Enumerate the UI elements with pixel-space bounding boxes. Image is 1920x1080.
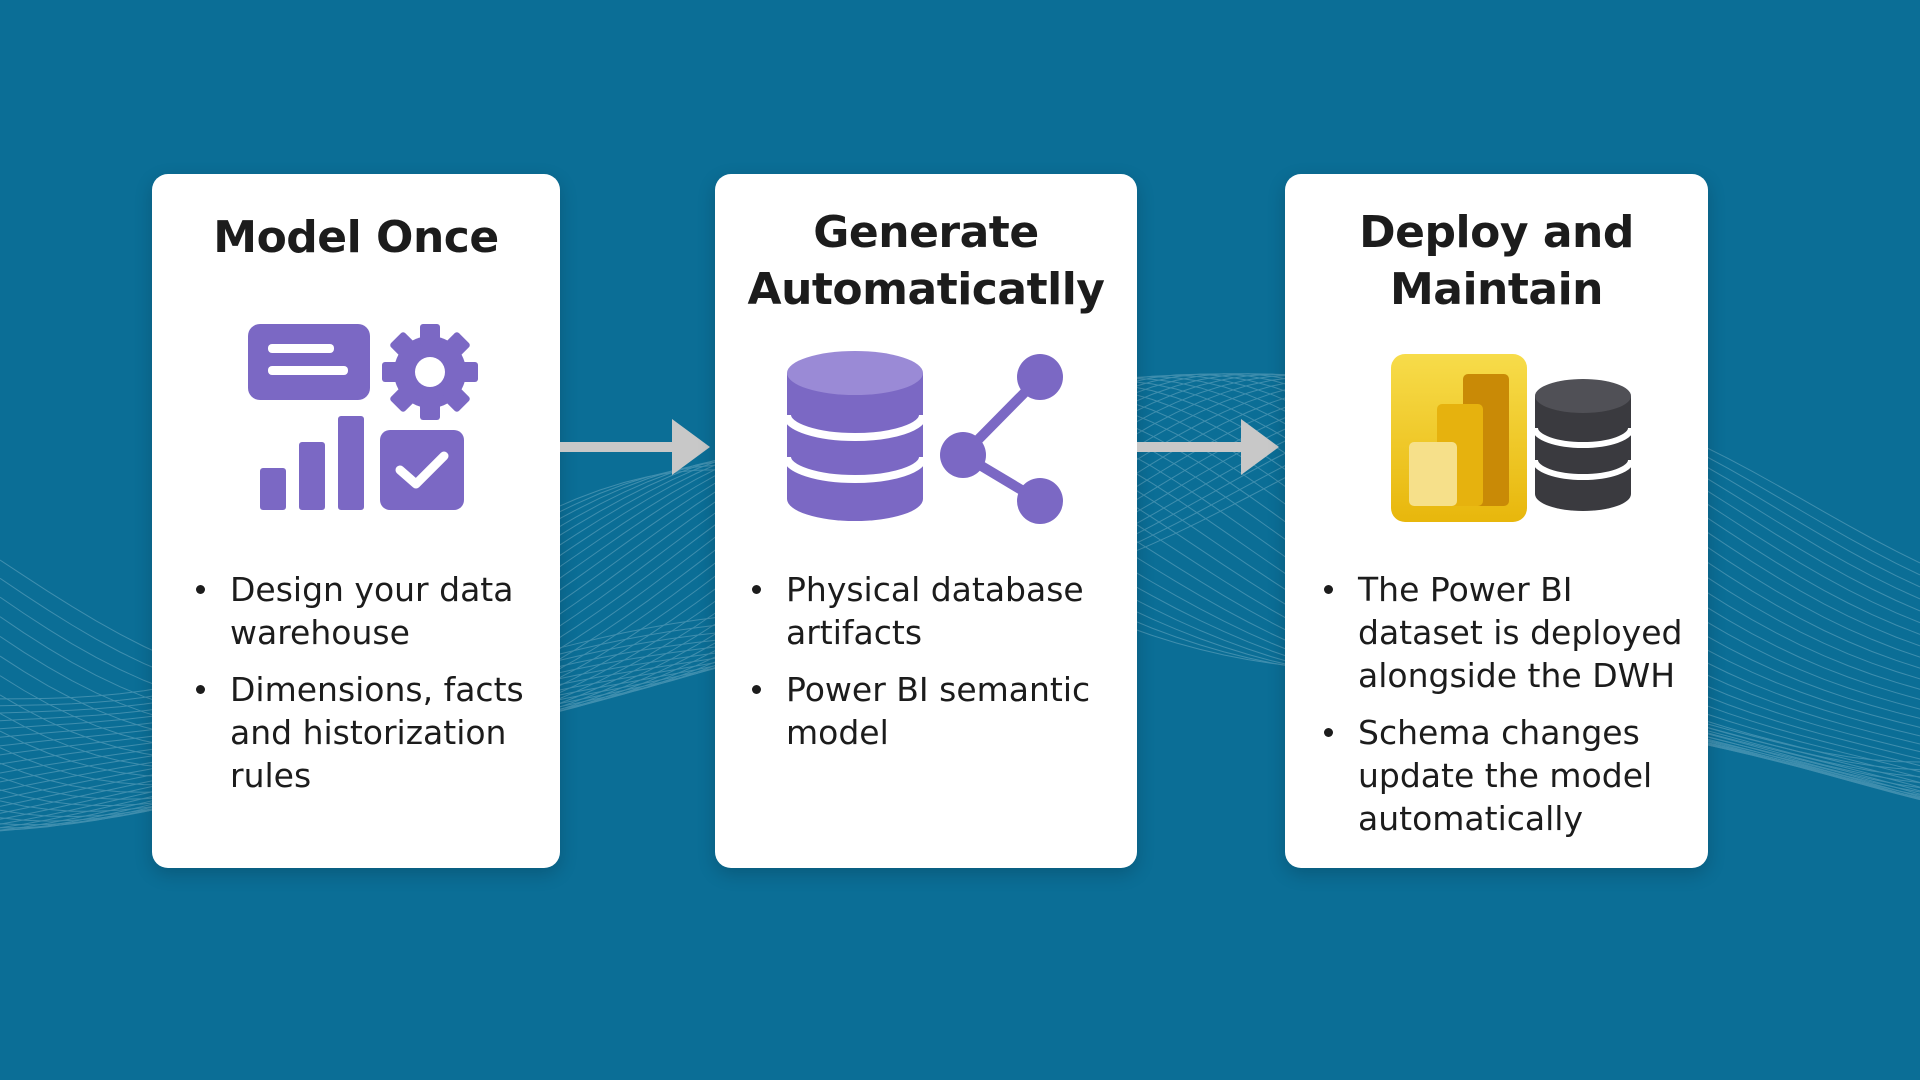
bullet-item: Design your data warehouse bbox=[192, 568, 544, 654]
bullet-item: Schema changes update the model automati… bbox=[1320, 711, 1692, 840]
bullet-text: Schema changes update the model automati… bbox=[1358, 713, 1653, 838]
bullet-dot bbox=[752, 685, 761, 694]
bullet-item: Physical database artifacts bbox=[748, 568, 1120, 654]
step-bullet-list: Physical database artifacts Power BI sem… bbox=[748, 568, 1120, 768]
bullet-dot bbox=[196, 685, 205, 694]
bullet-text: Physical database artifacts bbox=[786, 570, 1084, 652]
bullet-dot bbox=[1324, 585, 1333, 594]
step-bullet-list: The Power BI dataset is deployed alongsi… bbox=[1320, 568, 1692, 854]
database-share-icon bbox=[785, 351, 1063, 524]
step-title: Generate Automaticatlly bbox=[747, 207, 1105, 315]
bullet-dot bbox=[752, 585, 761, 594]
bullet-item: Power BI semantic model bbox=[748, 668, 1120, 754]
bullet-text: Power BI semantic model bbox=[786, 670, 1091, 752]
powerbi-database-icon bbox=[1391, 354, 1631, 522]
step-card-model-once: Model Once Design your data warehouse Di… bbox=[152, 174, 560, 868]
modeling-dashboard-icon bbox=[248, 324, 478, 510]
arrow-right-icon bbox=[560, 419, 710, 475]
bullet-item: The Power BI dataset is deployed alongsi… bbox=[1320, 568, 1692, 697]
bullet-dot bbox=[196, 585, 205, 594]
bullet-text: Dimensions, facts and historization rule… bbox=[230, 670, 524, 795]
bullet-text: The Power BI dataset is deployed alongsi… bbox=[1358, 570, 1683, 695]
arrow-right-icon bbox=[1137, 419, 1279, 475]
bullet-item: Dimensions, facts and historization rule… bbox=[192, 668, 544, 797]
step-bullet-list: Design your data warehouse Dimensions, f… bbox=[192, 568, 544, 811]
step-title: Model Once bbox=[213, 212, 499, 263]
bullet-dot bbox=[1324, 728, 1333, 737]
step-card-deploy-and-maintain: Deploy and Maintain The Power BI dataset… bbox=[1285, 174, 1708, 868]
bullet-text: Design your data warehouse bbox=[230, 570, 514, 652]
step-card-generate-automatically: Generate Automaticatlly Physical databas… bbox=[715, 174, 1137, 868]
step-title: Deploy and Maintain bbox=[1359, 207, 1634, 315]
